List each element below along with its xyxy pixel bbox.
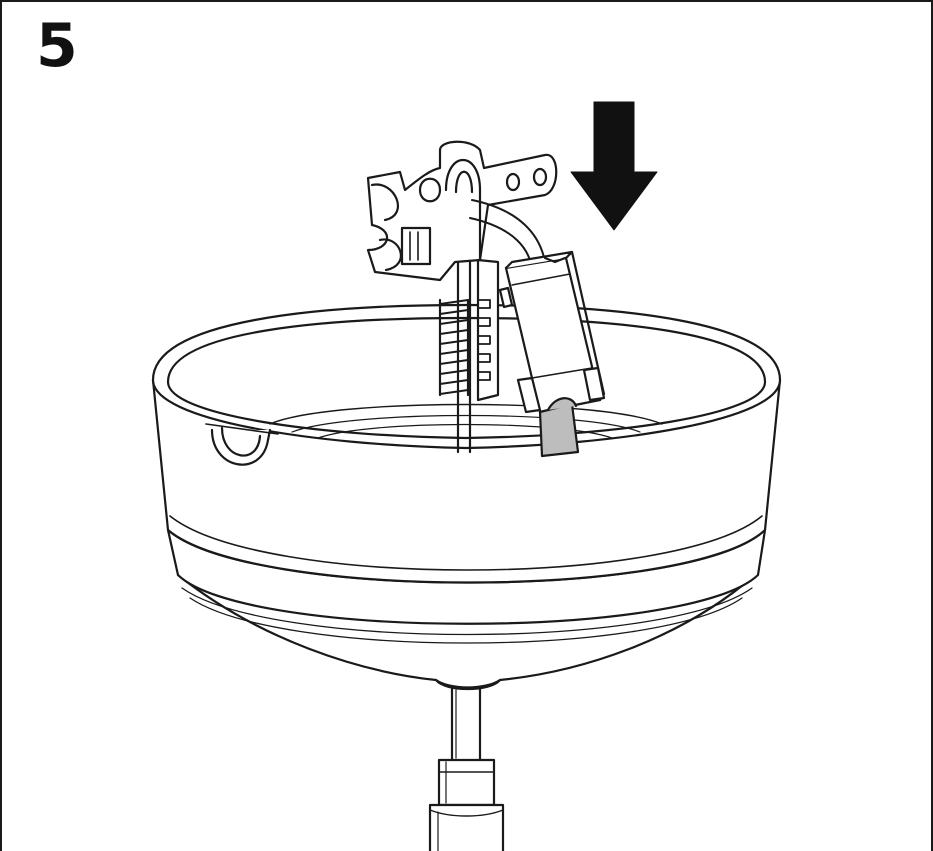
step-number: 5 bbox=[36, 11, 78, 81]
pendant-rod bbox=[428, 682, 505, 851]
mounting-bracket bbox=[366, 140, 558, 454]
arrow-down-icon bbox=[570, 101, 658, 231]
canopy-cup bbox=[151, 303, 782, 690]
terminal-connector bbox=[498, 250, 606, 414]
power-cable bbox=[538, 397, 580, 458]
